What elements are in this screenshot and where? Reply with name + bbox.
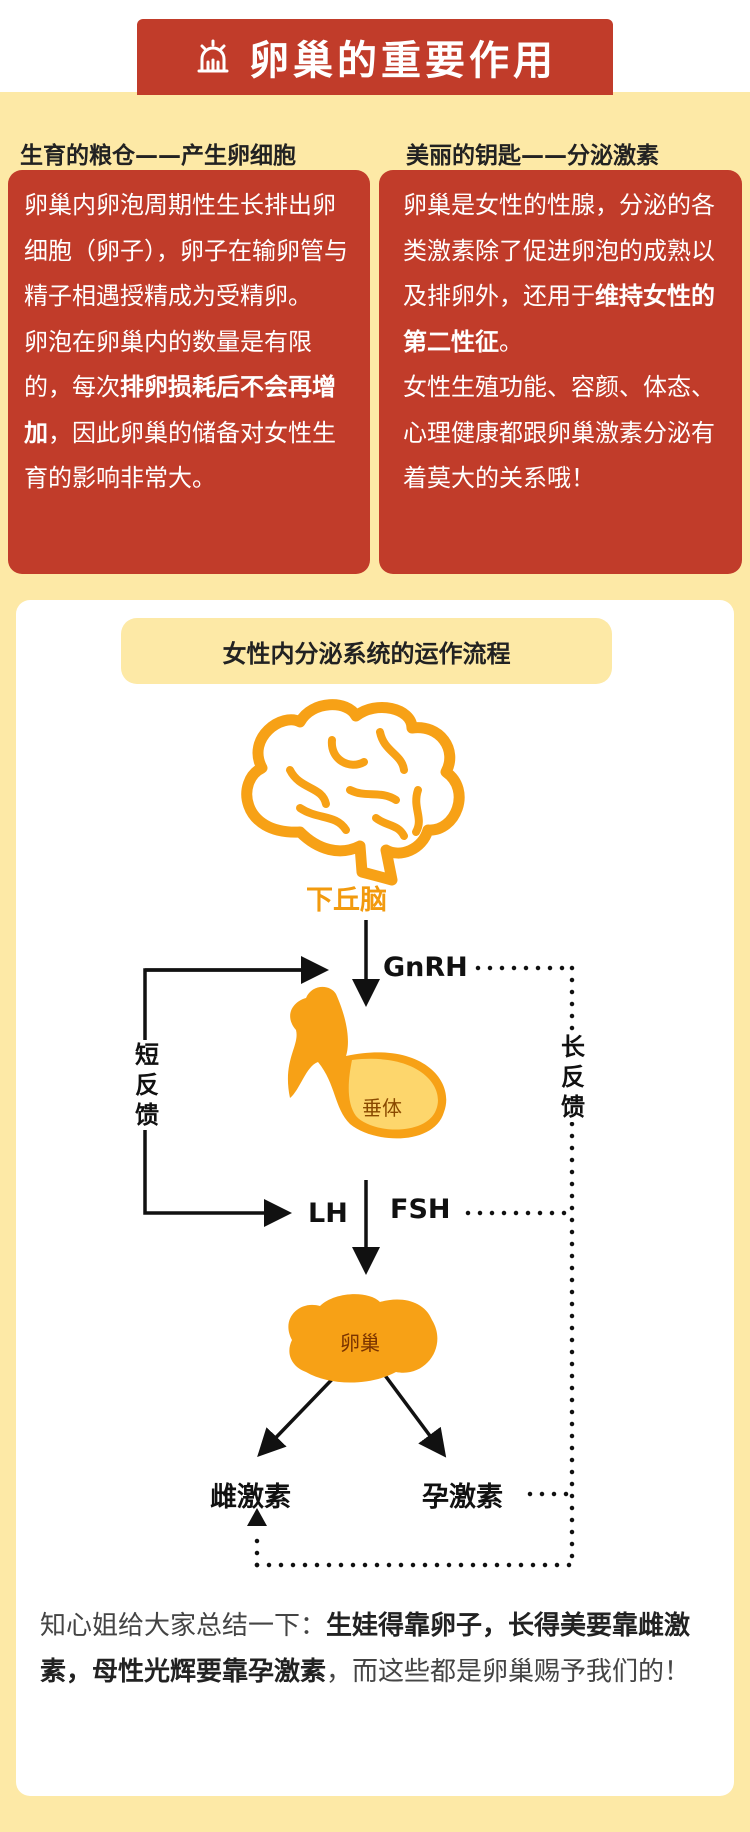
right-heading: 美丽的钥匙——分泌激素: [406, 143, 659, 169]
summary-highlight: 生娃得靠卵子，长得美要靠雌激素，母性光辉要靠孕激素: [40, 1611, 691, 1687]
lh-label: LH: [308, 1198, 348, 1229]
text-span: 卵泡在卵巢内的数量是有限的，每次: [24, 327, 312, 402]
text-span: 知心姐给大家总结一下：: [40, 1611, 327, 1641]
hypothalamus-label: 下丘脑: [306, 885, 387, 916]
ovary-icon: [288, 1294, 438, 1383]
hormone-paragraph-2: 女性生殖功能、容颜、体态、心理健康都跟卵巢激素分泌有着莫大的关系哦！: [403, 373, 715, 492]
arrow-ovary-to-progesterone: [382, 1372, 447, 1458]
text-span: 。: [499, 327, 523, 356]
estrogen-label: 雌激素: [210, 1482, 291, 1513]
hormone-paragraph-1: 卵巢是女性的性腺，分泌的各类激素除了促进卵泡的成熟以及排卵外，还用于维持女性的第…: [403, 183, 728, 365]
summary-text: 知心姐给大家总结一下：生娃得靠卵子，长得美要靠雌激素，母性光辉要靠孕激素，而这些…: [40, 1603, 710, 1695]
ovary-label: 卵巢: [340, 1331, 380, 1355]
long-feedback-loop: [247, 965, 575, 1568]
text-span: ，因此卵巢的储备对女性生育的影响非常大。: [24, 418, 336, 493]
long-feedback-label: 长反馈: [560, 1032, 586, 1122]
text-span: ，而这些都是卵巢赐予我们的！: [326, 1657, 691, 1687]
title-banner: 卵巢的重要作用: [137, 19, 613, 95]
page-title: 卵巢的重要作用: [249, 38, 557, 84]
brain-icon: [241, 699, 465, 886]
pituitary-icon: [287, 986, 447, 1139]
fsh-label: FSH: [390, 1194, 451, 1225]
left-heading: 生育的粮仓——产生卵细胞: [20, 143, 296, 169]
fertility-card: 卵巢内卵泡周期性生长排出卵细胞（卵子），卵子在输卵管与精子相遇授精成为受精卵。 …: [8, 170, 370, 574]
progesterone-label: 孕激素: [422, 1482, 503, 1513]
fertility-paragraph-2: 卵泡在卵巢内的数量是有限的，每次排卵损耗后不会再增加，因此卵巢的储备对女性生育的…: [24, 320, 354, 502]
fertility-paragraph-1: 卵巢内卵泡周期性生长排出卵细胞（卵子），卵子在输卵管与精子相遇授精成为受精卵。: [24, 191, 348, 310]
pituitary-label: 垂体: [362, 1096, 402, 1120]
building-icon: [197, 39, 229, 73]
highlight-text: 维持女性的第二性征: [403, 282, 715, 356]
hormone-card: 卵巢是女性的性腺，分泌的各类激素除了促进卵泡的成熟以及排卵外，还用于维持女性的第…: [379, 170, 742, 574]
flow-title: 女性内分泌系统的运作流程: [121, 618, 612, 684]
text-span: 卵巢是女性的性腺，分泌的各类激素除了促进卵泡的成熟以及排卵外，还用于: [403, 191, 715, 310]
short-feedback-label: 短反馈: [134, 1040, 160, 1130]
highlight-text: 排卵损耗后不会再增加: [24, 373, 336, 447]
arrow-ovary-to-estrogen: [257, 1366, 345, 1458]
gnrh-label: GnRH: [383, 952, 468, 983]
